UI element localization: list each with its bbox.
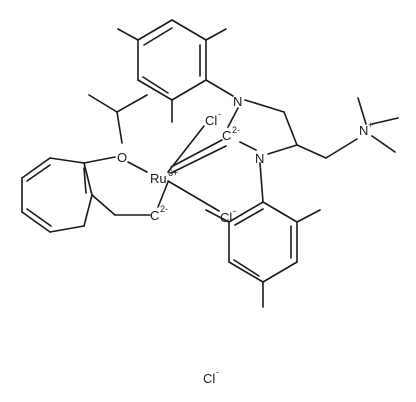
ruthenium-label: Ru xyxy=(150,171,167,186)
chloride-lower-label: Cl xyxy=(220,210,232,225)
counterion-chloride-charge: - xyxy=(216,367,219,377)
benzylidene-carbon-label: C xyxy=(150,208,159,223)
nitrogen-bottom-label: N xyxy=(255,151,264,166)
ruthenium-charge: 6+ xyxy=(168,168,178,178)
ammonium-charge: + xyxy=(368,120,373,130)
ammonium-nitrogen-label: N xyxy=(359,123,368,138)
bond-lines xyxy=(21,19,399,308)
oxygen-label: O xyxy=(117,150,127,165)
carbene-carbon-charge: 2- xyxy=(232,125,240,135)
benzylidene-carbon-charge: 2- xyxy=(160,204,168,214)
counterion-chloride-label: Cl xyxy=(203,371,215,386)
chloride-upper-charge: - xyxy=(218,109,221,119)
nitrogen-top-label: N xyxy=(233,94,242,109)
chloride-lower-charge: - xyxy=(233,206,236,216)
chloride-upper-label: Cl xyxy=(205,113,217,128)
carbene-carbon-label: C xyxy=(222,128,231,143)
